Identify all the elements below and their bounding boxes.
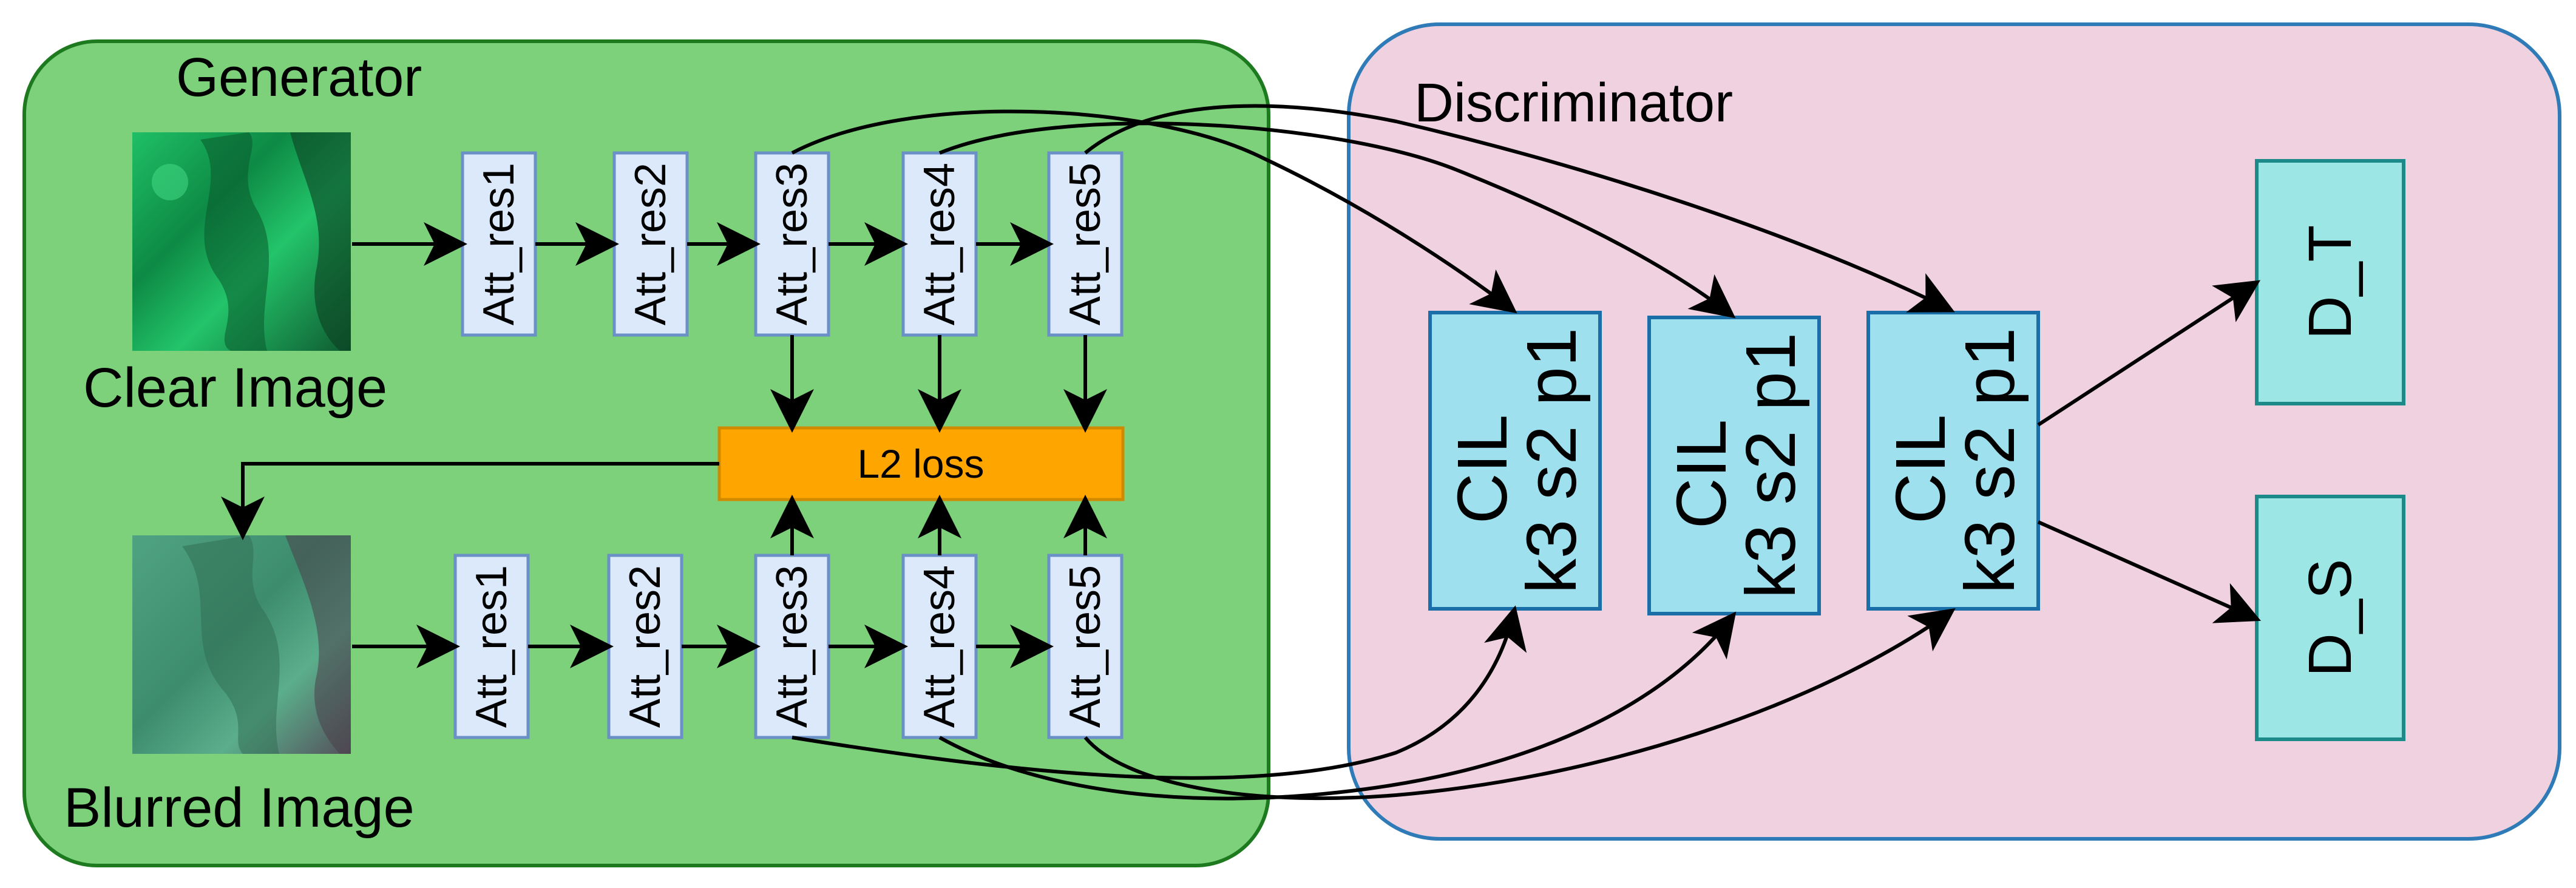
svg-text:CIL k3 s2 p1: CIL k3 s2 p1 [1662, 333, 1810, 599]
cil-block-3: CIL k3 s2 p1 [1866, 311, 2040, 611]
bottom-att-res2-block: Att_res2 [607, 554, 683, 739]
top-att-res2-label: Att_res2 [626, 163, 675, 325]
svg-text:CIL k3 s2 p1: CIL k3 s2 p1 [1443, 328, 1591, 594]
top-att-res2-block: Att_res2 [612, 151, 689, 337]
bottom-att-res3-label: Att_res3 [768, 565, 816, 728]
cross-connections [791, 104, 2261, 801]
top-att-res4-label: Att_res4 [915, 163, 964, 325]
top-att-res4-block: Att_res4 [901, 151, 978, 337]
top-att-res5-block: Att_res5 [1047, 151, 1124, 337]
cil-block-1: CIL k3 s2 p1 [1428, 311, 1602, 611]
d-t-label: D_T [2296, 225, 2364, 340]
blurred-image [132, 535, 351, 754]
svg-text:CIL k3 s2 p1: CIL k3 s2 p1 [1881, 328, 2029, 594]
bottom-att-res4-block: Att_res4 [901, 554, 978, 739]
blurred-image-caption: Blurred Image [64, 777, 415, 839]
bottom-att-res5-block: Att_res5 [1047, 554, 1124, 739]
top-att-res5-label: Att_res5 [1061, 163, 1110, 325]
bottom-att-res1-block: Att_res1 [453, 554, 530, 739]
bottom-att-res2-label: Att_res2 [621, 565, 669, 728]
top-att-res3-label: Att_res3 [768, 163, 816, 325]
top-att-res3-block: Att_res3 [754, 151, 830, 337]
bottom-att-res3-block: Att_res3 [754, 554, 830, 739]
cil-1-params: k3 s2 p1 [1512, 328, 1591, 594]
cil-1-name: CIL [1443, 416, 1522, 524]
cil-blocks: CIL k3 s2 p1 CIL k3 s2 p1 CIL k3 s2 p1 [1428, 311, 2040, 615]
bottom-att-res4-label: Att_res4 [915, 565, 964, 728]
discriminator-title: Discriminator [1414, 73, 1733, 134]
d-s-label: D_S [2296, 559, 2364, 677]
d-t-block: D_T [2255, 159, 2405, 405]
bottom-att-res5-label: Att_res5 [1061, 565, 1110, 728]
l2-loss-block: L2 loss [717, 426, 1125, 501]
bottom-att-res1-label: Att_res1 [467, 565, 516, 728]
cil-block-2: CIL k3 s2 p1 [1647, 316, 1821, 615]
top-att-res1-block: Att_res1 [461, 151, 537, 337]
cil-2-name: CIL [1662, 421, 1741, 529]
l2-loss-label: L2 loss [857, 441, 984, 486]
generator-title: Generator [176, 47, 422, 108]
clear-image [132, 132, 351, 351]
cil-2-params: k3 s2 p1 [1731, 333, 1810, 599]
top-att-res1-label: Att_res1 [475, 163, 523, 325]
clear-image-caption: Clear Image [83, 357, 387, 419]
cil-3-params: k3 s2 p1 [1950, 328, 2029, 594]
cil-3-name: CIL [1881, 416, 1960, 524]
generator-connections [221, 222, 1107, 668]
d-s-block: D_S [2255, 495, 2405, 741]
